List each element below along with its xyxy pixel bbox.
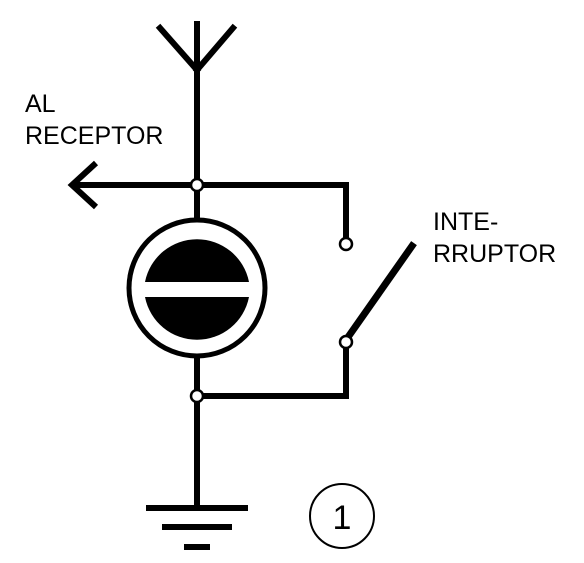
top-junction-node bbox=[189, 177, 205, 193]
switch-lower-contact bbox=[338, 334, 354, 350]
bottom-junction-node bbox=[189, 388, 205, 404]
switch-blade bbox=[341, 241, 417, 345]
upper-contact-wire bbox=[202, 182, 349, 240]
receptor-label-line2: RECEPTOR bbox=[25, 122, 163, 150]
switch-upper-contact bbox=[338, 236, 354, 252]
lower-contact-wire bbox=[202, 347, 349, 399]
discharge-tube-symbol bbox=[126, 217, 268, 359]
receptor-arrowhead bbox=[67, 160, 99, 210]
connection-points bbox=[189, 177, 354, 404]
switch-label-line2: RRUPTOR bbox=[433, 240, 556, 268]
ground-symbol bbox=[146, 505, 248, 550]
switch-label-line1: INTE- bbox=[433, 208, 498, 236]
antenna-symbol bbox=[155, 21, 238, 75]
figure-number-circle bbox=[309, 483, 375, 549]
receptor-label-line1: AL bbox=[25, 90, 56, 118]
figure-number: 1 bbox=[333, 499, 352, 537]
